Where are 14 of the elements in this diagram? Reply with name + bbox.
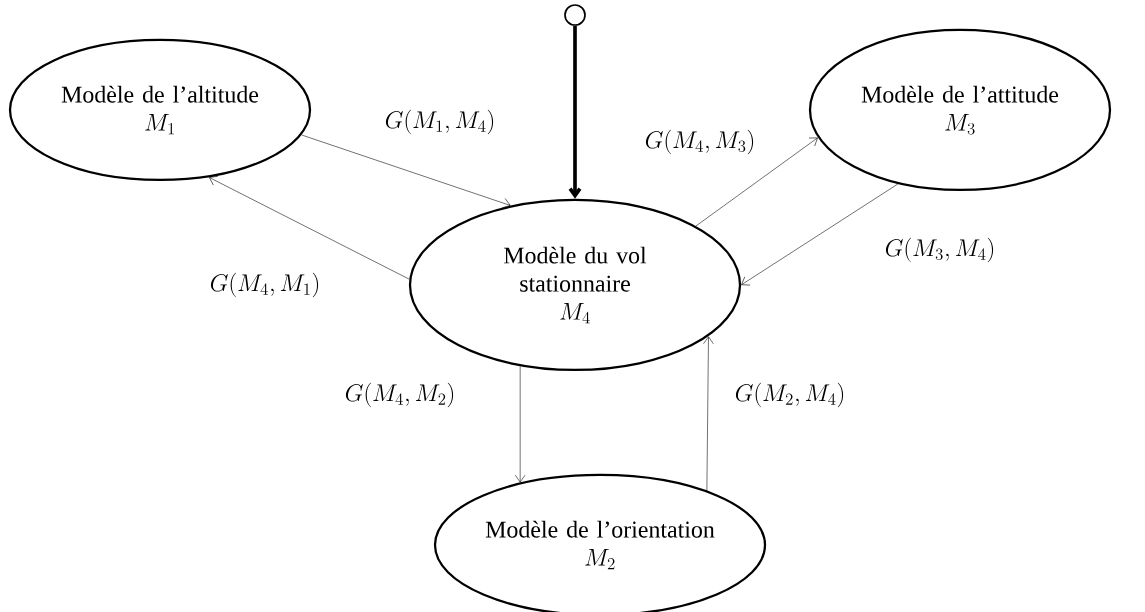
arrow [568, 25, 582, 199]
edge-label: $G(M_4, M_1)$ [208, 271, 322, 299]
arrow [514, 366, 526, 483]
edge-label: $G(M_1, M_4)$ [383, 108, 497, 136]
arrow [703, 336, 714, 491]
edge-label: $G(M_4, M_3)$ [643, 128, 757, 156]
edge-label: $G(M_4, M_2)$ [343, 381, 457, 409]
start-circle [564, 4, 586, 26]
edge-label: $G(M_3, M_4)$ [883, 236, 997, 264]
arrow [209, 176, 410, 280]
edge-label: $G(M_2, M_4)$ [733, 381, 847, 409]
arrow [301, 134, 511, 209]
arrow [695, 137, 818, 227]
arrow [741, 183, 899, 286]
